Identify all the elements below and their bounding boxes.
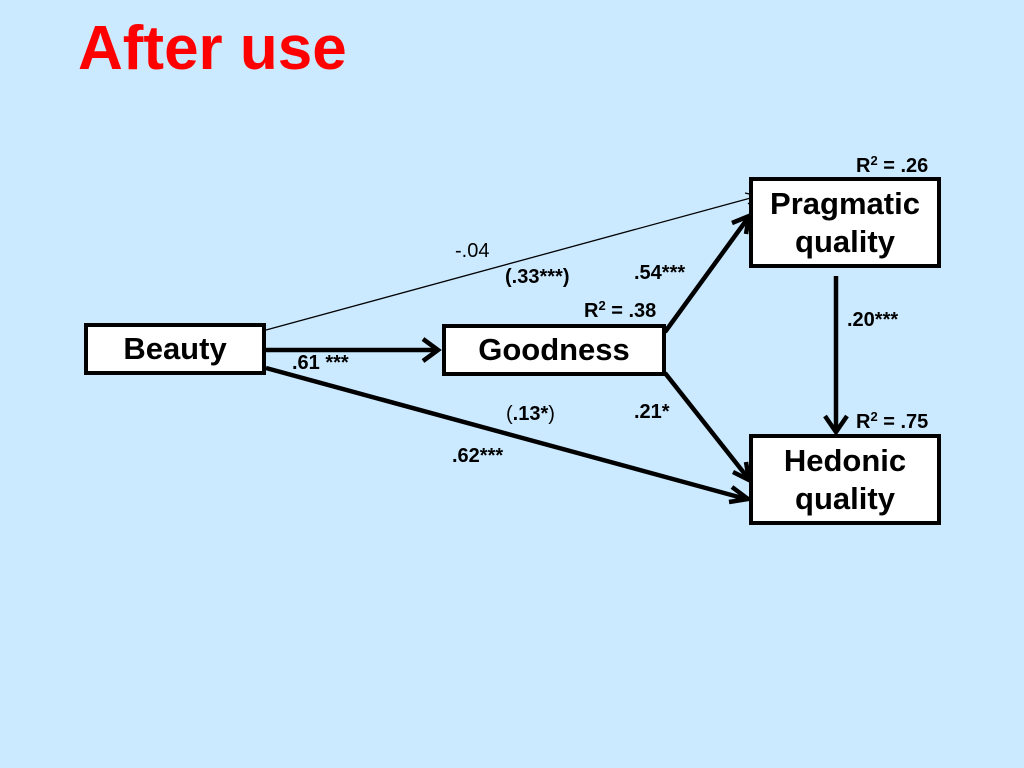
node-beauty: Beauty (84, 323, 266, 375)
r2-goodness: R2 = .38 (584, 298, 657, 322)
r2-pragmatic: R2 = .26 (856, 153, 929, 177)
node-pragmatic-line-2: quality (795, 223, 895, 259)
node-goodness: Goodness (442, 324, 666, 376)
arrow-goodness-pragmatic (663, 216, 750, 334)
node-pragmatic-quality: Pragmatic quality (749, 177, 941, 268)
r2-hedonic: R2 = .75 (856, 409, 929, 433)
arrow-beauty-pragmatic (265, 195, 759, 331)
node-beauty-label: Beauty (123, 331, 227, 367)
coef-goodness-hedonic: .21* (634, 401, 670, 423)
arrow-beauty-hedonic (265, 365, 747, 502)
coef-goodness-pragmatic: .54*** (634, 262, 686, 284)
node-hedonic-line-2: quality (795, 480, 895, 516)
arrowhead-pragmatic-hedonic (823, 414, 849, 436)
arrow-goodness-hedonic (663, 371, 750, 480)
coef-pragmatic-hedonic: .20*** (847, 309, 899, 331)
arrowhead-beauty-hedonic (728, 485, 754, 505)
node-hedonic-line-1: Hedonic (783, 443, 907, 479)
coef-beauty-hedonic: .62*** (452, 445, 504, 467)
node-goodness-label: Goodness (478, 332, 630, 368)
coef-beauty-pragmatic-indirect: (.33***) (505, 266, 570, 288)
coef-beauty-goodness: .61 *** (292, 352, 349, 374)
node-pragmatic-line-1: Pragmatic (770, 186, 920, 222)
coef-beauty-pragmatic: -.04 (455, 240, 490, 262)
coef-beauty-hedonic-indirect: (.13*) (506, 403, 555, 425)
arrowhead-beauty-goodness (421, 337, 442, 363)
slide-title: After use (78, 14, 347, 83)
node-hedonic-quality: Hedonic quality (749, 434, 941, 525)
